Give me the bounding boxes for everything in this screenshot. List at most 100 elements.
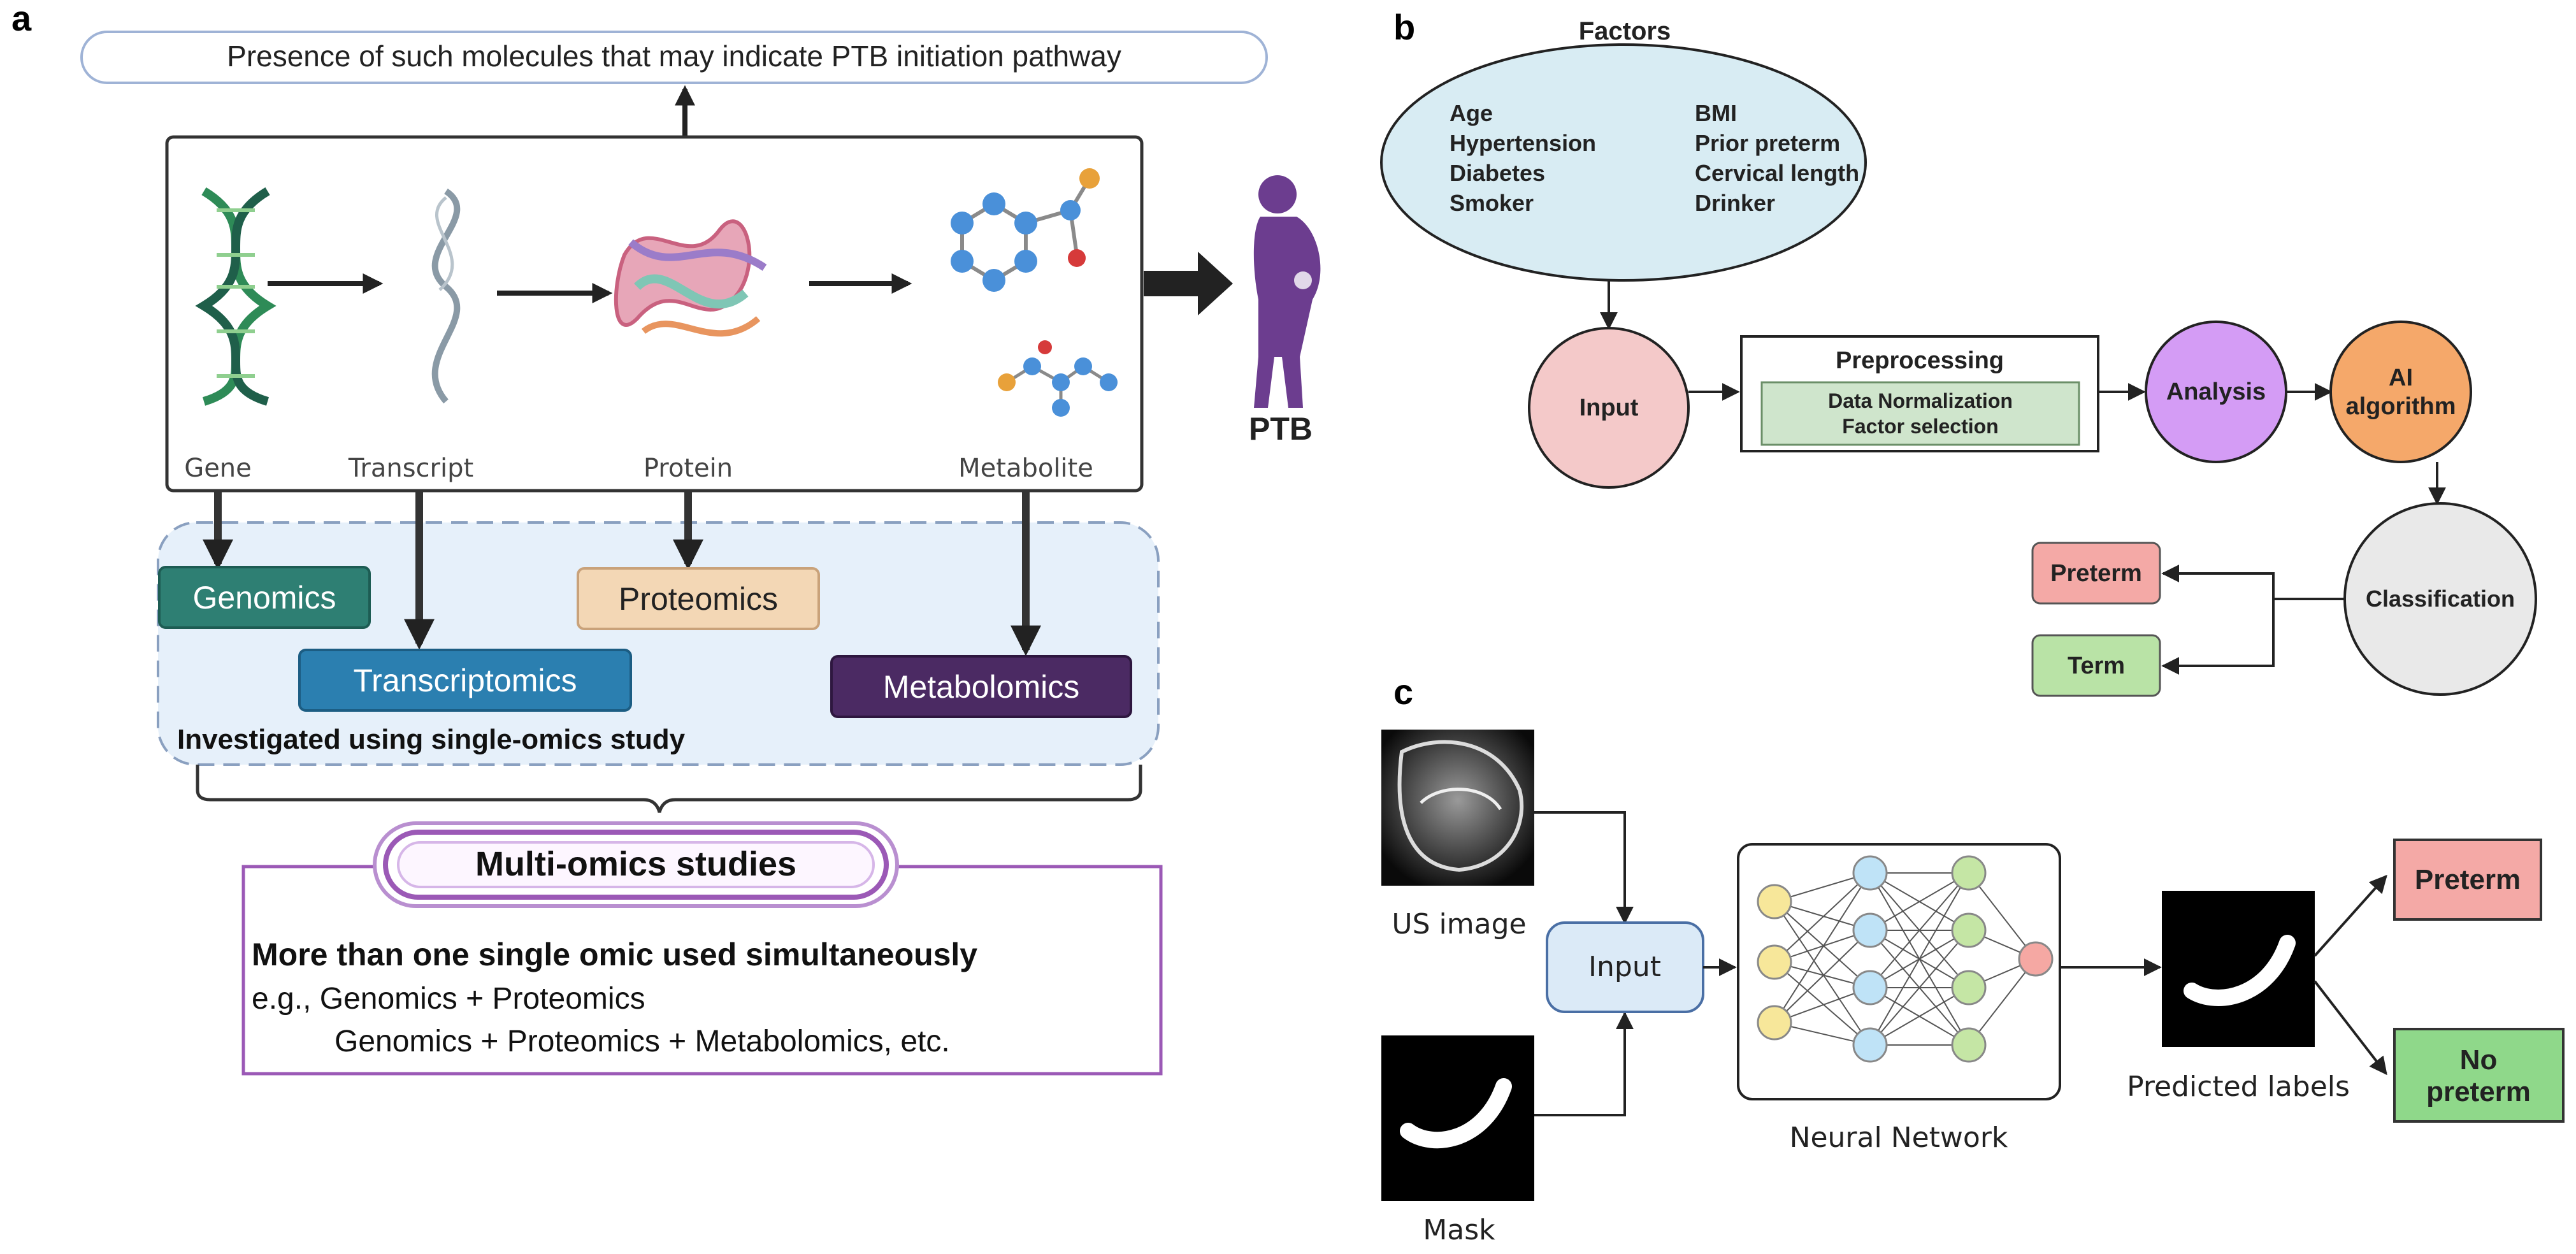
panel-a: a Presence of such molecules that may in…: [11, 0, 1321, 1076]
top-banner-box: [80, 31, 1268, 84]
ultrasound-contour: [1397, 740, 1524, 872]
nn-edge: [1774, 872, 1871, 1023]
preterm-label-b: Preterm: [2050, 560, 2142, 587]
neural-network-nodes: [1757, 855, 2054, 1063]
transcriptomics-box: [298, 649, 632, 712]
genomics-box: [158, 566, 371, 629]
factor-hypertension: Hypertension: [1450, 130, 1596, 156]
ai-algorithm-circle: [2329, 321, 2472, 463]
nn-node-layer-4: [2018, 941, 2054, 977]
predicted-label-image: [2162, 891, 2315, 1047]
input-circle: [1528, 327, 1690, 489]
input-label-c: Input: [1588, 951, 1661, 983]
proteomics-box: [577, 567, 820, 630]
genomics-label: Genomics: [192, 580, 336, 616]
analysis-label: Analysis: [2166, 378, 2266, 405]
mask-label: Mask: [1423, 1214, 1495, 1246]
multi-omics-line2: e.g., Genomics + Proteomics: [252, 982, 645, 1016]
nn-edge: [1774, 962, 1871, 1046]
mask-image: [1381, 1035, 1534, 1201]
nn-edge: [1774, 872, 1871, 963]
ai-label-line2: algorithm: [2345, 393, 2456, 420]
factor-drinker: Drinker: [1695, 190, 1775, 216]
panel-b: b Factors Age Hypertension Diabetes Smok…: [1380, 7, 2537, 697]
nn-node-layer-1: [1757, 1005, 1792, 1041]
us-image-label: US image: [1392, 908, 1526, 940]
panel-c: c US image Mask Input Neural Network Pre…: [1381, 672, 2565, 1246]
ai-label-line1: AI: [2389, 364, 2413, 391]
nn-edge: [1869, 987, 1969, 1046]
multi-omics-line1: More than one single omic used simultane…: [252, 937, 977, 972]
nn-edge: [1774, 901, 1871, 988]
metabolite-icon: [951, 168, 1118, 417]
nn-edge: [1774, 901, 1871, 1046]
classification-label: Classification: [2366, 586, 2515, 612]
no-preterm-box: [2393, 1028, 2565, 1123]
factor-age: Age: [1450, 100, 1493, 126]
nn-node-layer-3: [1951, 970, 1987, 1005]
factor-diabetes: Diabetes: [1450, 160, 1545, 186]
panel-b-letter: b: [1393, 7, 1415, 47]
preprocessing-line1: Data Normalization: [1828, 389, 2013, 412]
stage-label-gene: Gene: [184, 454, 252, 483]
arrow-prediction-no-preterm: [2313, 980, 2387, 1076]
multi-omics-line3: Genomics + Proteomics + Metabolomics, et…: [335, 1025, 950, 1058]
nn-node-layer-1: [1757, 884, 1792, 919]
preterm-label-c: Preterm: [2415, 864, 2521, 895]
predicted-labels-label: Predicted labels: [2127, 1070, 2350, 1103]
nn-node-layer-2: [1852, 912, 1888, 948]
metabolomics-label: Metabolomics: [883, 669, 1079, 705]
nn-node-layer-3: [1951, 912, 1987, 948]
mask-shape: [1400, 1078, 1512, 1149]
top-banner-text: Presence of such molecules that may indi…: [227, 40, 1121, 73]
nn-node-layer-3: [1951, 855, 1987, 891]
nn-edge: [1968, 958, 2036, 1046]
term-box-b: [2031, 634, 2161, 697]
factors-ellipse: [1380, 43, 1867, 282]
stage-label-protein: Protein: [644, 454, 733, 483]
multi-omics-title: Multi-omics studies: [475, 845, 796, 883]
input-label: Input: [1579, 394, 1639, 421]
factor-smoker: Smoker: [1450, 190, 1534, 216]
factor-cervical-length: Cervical length: [1695, 160, 1859, 186]
no-preterm-line2: preterm: [2426, 1076, 2531, 1107]
protein-icon: [614, 219, 767, 337]
arrow-classification-term: [2161, 599, 2275, 675]
pregnant-woman-icon: [1253, 175, 1321, 408]
grouping-brace: [196, 765, 1142, 813]
nn-edge: [1869, 872, 1969, 931]
arrow-classification-preterm: [2161, 565, 2345, 600]
factors-title: Factors: [1579, 17, 1671, 45]
preprocessing-line2: Factor selection: [1842, 415, 1998, 438]
panel-c-letter: c: [1393, 672, 1413, 712]
nn-edge: [1774, 930, 1871, 1023]
single-omics-caption: Investigated using single-omics study: [177, 724, 686, 755]
panel-a-letter: a: [11, 0, 32, 38]
ptb-label: PTB: [1249, 411, 1313, 447]
transcriptomics-label: Transcriptomics: [354, 663, 577, 698]
stage-label-transcript: Transcript: [348, 454, 473, 483]
nn-node-layer-1: [1757, 944, 1792, 980]
arrow-us-input: [1534, 811, 1634, 925]
proteomics-label: Proteomics: [619, 581, 778, 617]
factor-prior-preterm: Prior preterm: [1695, 130, 1840, 156]
preprocessing-title: Preprocessing: [1836, 347, 2004, 374]
nn-edge: [1869, 872, 1969, 1046]
rna-transcript-icon: [431, 188, 461, 404]
term-label-b: Term: [2068, 652, 2125, 679]
dna-icon: [195, 187, 277, 406]
preterm-box-b: [2031, 542, 2161, 605]
nn-node-layer-3: [1951, 1027, 1987, 1063]
ultrasound-image: [1381, 730, 1534, 886]
molecules-box: [165, 135, 1144, 493]
neural-network-label: Neural Network: [1790, 1121, 2008, 1154]
nn-node-layer-2: [1852, 970, 1888, 1005]
preterm-box-c: [2393, 839, 2542, 921]
multi-omics-pill-inner: [397, 841, 875, 888]
nn-node-layer-2: [1852, 855, 1888, 891]
factor-bmi: BMI: [1695, 100, 1737, 126]
nn-node-layer-2: [1852, 1027, 1888, 1063]
nn-edge: [1968, 872, 2036, 960]
preprocessing-inner-box: [1760, 381, 2080, 446]
